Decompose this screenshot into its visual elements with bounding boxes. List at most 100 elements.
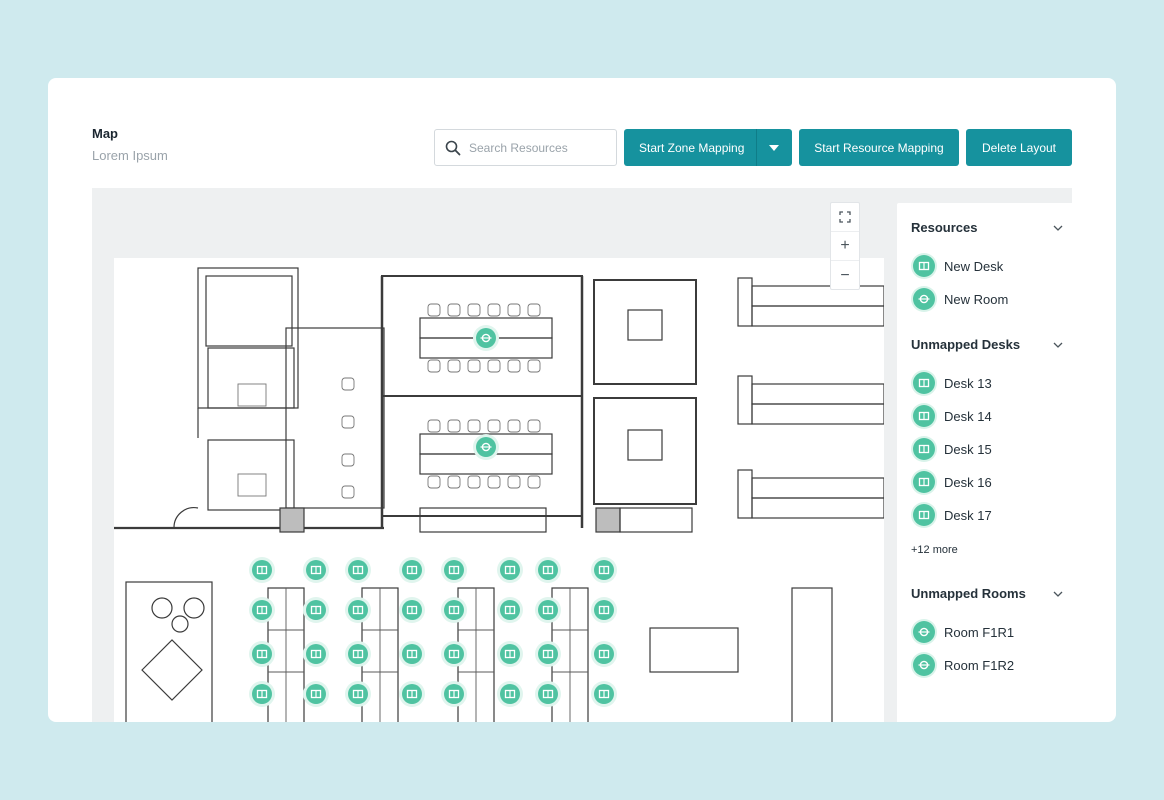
resources-section-title: Resources: [911, 220, 978, 235]
desk-pin[interactable]: [444, 560, 464, 580]
zone-mapping-dropdown-toggle[interactable]: [756, 129, 792, 166]
start-zone-mapping-button[interactable]: Start Zone Mapping: [624, 129, 792, 166]
unmapped-desk-item[interactable]: Desk 14: [913, 405, 992, 427]
desk-icon: [598, 649, 610, 659]
map-page: Map Lorem Ipsum Start Zone Mapping Start…: [70, 100, 1094, 722]
room-pin[interactable]: [476, 437, 496, 457]
desk-pin[interactable]: [538, 560, 558, 580]
map-zoom-controls: + −: [830, 202, 860, 290]
desk-icon: [542, 649, 554, 659]
desk-pin[interactable]: [594, 684, 614, 704]
desk-pin[interactable]: [594, 600, 614, 620]
desk-icon: [542, 689, 554, 699]
resource-item-label: New Desk: [944, 258, 1004, 274]
unmapped-desk-label: Desk 13: [944, 375, 992, 391]
desk-icon: [406, 565, 418, 575]
room-icon: [480, 442, 492, 452]
desk-pin[interactable]: [594, 560, 614, 580]
desk-icon: [352, 605, 364, 615]
unmapped-desks-section-header[interactable]: Unmapped Desks: [911, 337, 1063, 352]
map-canvas[interactable]: + − Resources New Desk New Room Unmapped: [92, 188, 1072, 722]
unmapped-desk-label: Desk 17: [944, 507, 992, 523]
unmapped-room-item[interactable]: Room F1R1: [913, 621, 1014, 643]
zoom-out-button[interactable]: −: [840, 266, 850, 284]
desk-icon: [504, 605, 516, 615]
desk-pin[interactable]: [538, 684, 558, 704]
unmapped-desk-label: Desk 16: [944, 474, 992, 490]
desk-icon: [913, 504, 935, 526]
resource-item-new-desk[interactable]: New Desk: [913, 255, 1003, 277]
search-icon: [445, 140, 461, 155]
unmapped-room-item[interactable]: Room F1R2: [913, 654, 1014, 676]
desk-pin[interactable]: [444, 600, 464, 620]
unmapped-desk-item[interactable]: Desk 17: [913, 504, 992, 526]
page-subtitle: Lorem Ipsum: [92, 148, 168, 163]
zoom-in-button[interactable]: +: [831, 232, 859, 261]
desk-pin[interactable]: [538, 644, 558, 664]
desk-pin[interactable]: [306, 684, 326, 704]
desk-icon: [504, 565, 516, 575]
unmapped-room-label: Room F1R2: [944, 657, 1015, 673]
desk-pin[interactable]: [306, 560, 326, 580]
desk-pin[interactable]: [306, 600, 326, 620]
unmapped-desk-item[interactable]: Desk 16: [913, 471, 992, 493]
desk-pin[interactable]: [402, 560, 422, 580]
desk-pin[interactable]: [402, 644, 422, 664]
unmapped-rooms-section-title: Unmapped Rooms: [911, 586, 1026, 601]
unmapped-desk-item[interactable]: Desk 15: [913, 438, 992, 460]
unmapped-rooms-section-header[interactable]: Unmapped Rooms: [911, 586, 1063, 601]
desk-icon: [256, 649, 268, 659]
resource-item-new-room[interactable]: New Room: [913, 288, 1008, 310]
desk-pin[interactable]: [348, 600, 368, 620]
desk-pin[interactable]: [402, 684, 422, 704]
room-pin[interactable]: [476, 328, 496, 348]
desk-icon: [913, 372, 935, 394]
desk-icon: [598, 605, 610, 615]
desk-pin[interactable]: [348, 644, 368, 664]
start-resource-mapping-button[interactable]: Start Resource Mapping: [799, 129, 959, 166]
show-more-desks-link[interactable]: +12 more: [911, 544, 958, 556]
search-input[interactable]: [469, 140, 599, 155]
desk-icon: [913, 405, 935, 427]
desk-pin[interactable]: [252, 684, 272, 704]
desk-pin[interactable]: [348, 684, 368, 704]
fullscreen-icon: [839, 211, 851, 223]
desk-icon: [310, 689, 322, 699]
desk-icon: [542, 605, 554, 615]
page-title: Map: [92, 126, 118, 141]
delete-layout-button[interactable]: Delete Layout: [966, 129, 1072, 166]
desk-pin[interactable]: [500, 684, 520, 704]
unmapped-desks-section-title: Unmapped Desks: [911, 337, 1021, 352]
search-box[interactable]: [434, 129, 617, 166]
resources-side-panel: Resources New Desk New Room Unmapped Des…: [897, 203, 1072, 722]
desk-icon: [504, 689, 516, 699]
desk-icon: [406, 689, 418, 699]
desk-pin[interactable]: [348, 560, 368, 580]
unmapped-desk-item[interactable]: Desk 13: [913, 372, 992, 394]
desk-pin[interactable]: [538, 600, 558, 620]
desk-icon: [352, 689, 364, 699]
desk-icon: [310, 565, 322, 575]
desk-icon: [256, 565, 268, 575]
unmapped-desk-label: Desk 15: [944, 441, 992, 457]
desk-pin[interactable]: [306, 644, 326, 664]
resources-section-header[interactable]: Resources: [911, 220, 1063, 235]
desk-pin[interactable]: [594, 644, 614, 664]
desk-pin[interactable]: [252, 560, 272, 580]
desk-pin[interactable]: [500, 600, 520, 620]
fullscreen-button[interactable]: [831, 203, 859, 232]
desk-icon: [310, 605, 322, 615]
desk-pin[interactable]: [444, 684, 464, 704]
caret-down-icon: [769, 144, 779, 151]
desk-pin[interactable]: [444, 644, 464, 664]
desk-icon: [310, 649, 322, 659]
desk-pin[interactable]: [252, 644, 272, 664]
desk-pin[interactable]: [402, 600, 422, 620]
desk-pin[interactable]: [252, 600, 272, 620]
room-icon: [913, 654, 935, 676]
desk-icon: [598, 689, 610, 699]
desk-pin[interactable]: [500, 644, 520, 664]
desk-pin[interactable]: [500, 560, 520, 580]
floor-plan[interactable]: [114, 258, 884, 722]
desk-icon: [913, 438, 935, 460]
